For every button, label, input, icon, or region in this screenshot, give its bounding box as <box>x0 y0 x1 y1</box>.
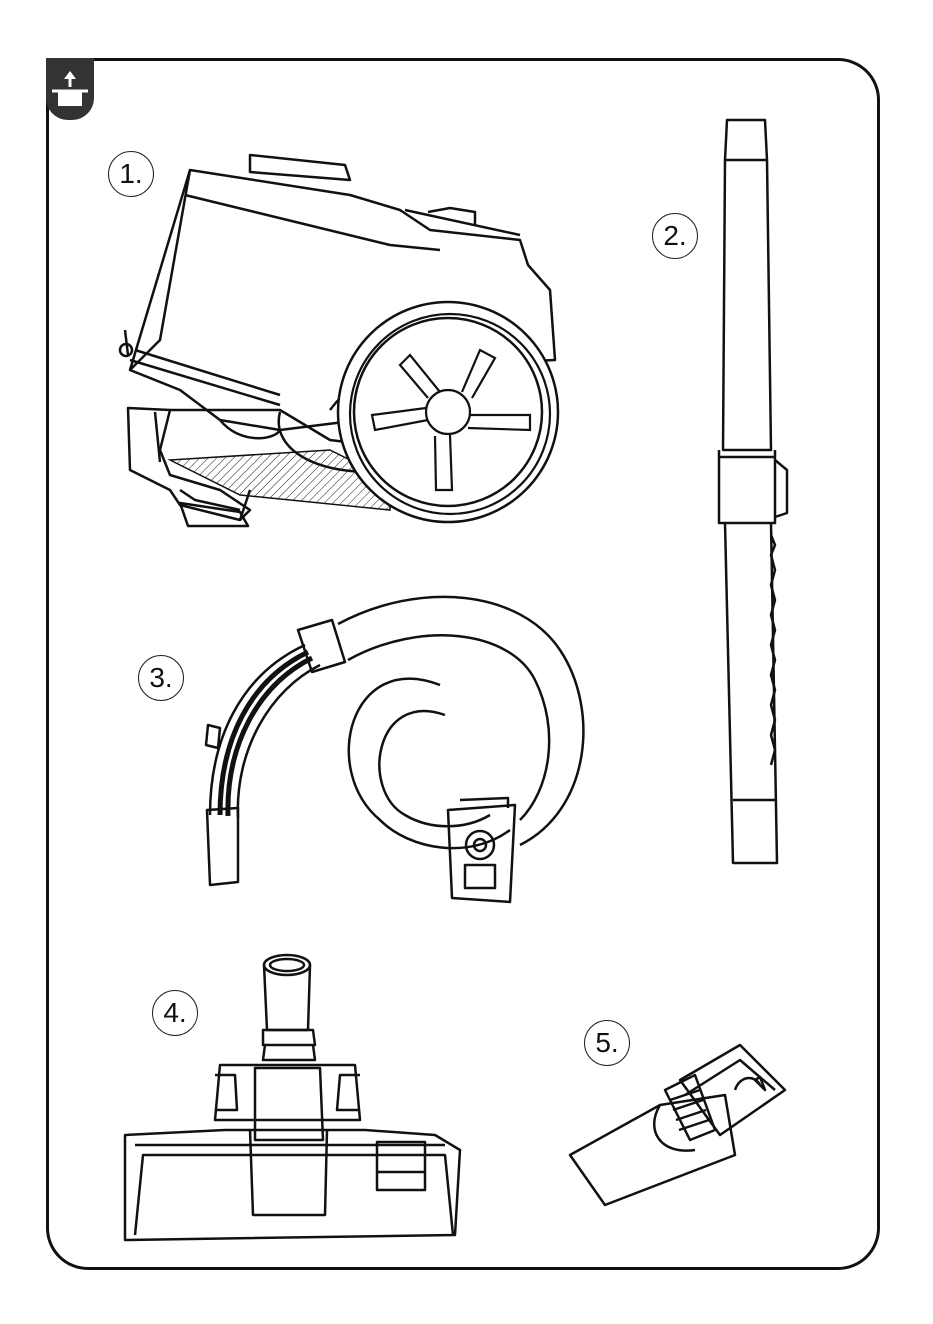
telescopic-tube-icon <box>705 115 805 875</box>
vacuum-body-icon <box>100 150 570 530</box>
part-label-2: 2. <box>652 213 698 259</box>
unpack-box-icon <box>46 58 94 120</box>
floor-brush-icon <box>115 950 475 1250</box>
part-label-3: 3. <box>138 655 184 701</box>
crevice-brush-icon <box>565 1035 805 1215</box>
hose-icon <box>190 590 590 910</box>
unpack-badge <box>46 58 94 120</box>
